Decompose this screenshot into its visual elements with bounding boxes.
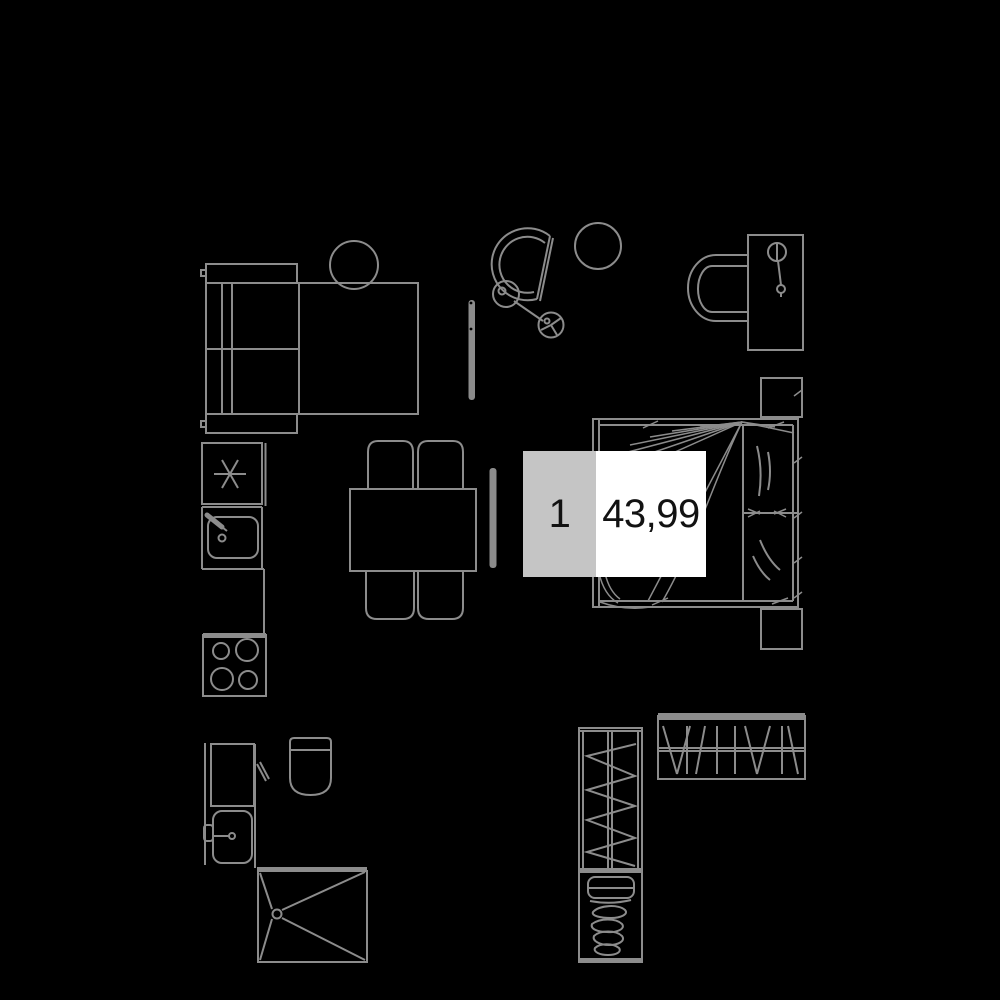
dining-chair-icon: [366, 441, 463, 619]
desk-lamp-icon: [768, 242, 786, 297]
desk-icon: [748, 235, 803, 350]
lounge-chair-icon: [492, 228, 553, 301]
unit-area-badge[interactable]: 43,99: [596, 451, 706, 577]
desk-chair-icon: [688, 255, 748, 321]
nightstand-icon: [761, 378, 802, 417]
star-symbol-icon: [214, 460, 246, 488]
sofa-icon: [201, 264, 418, 433]
nightstand-icon: [761, 609, 802, 649]
chaise-icon: [299, 283, 418, 414]
shower-icon: [257, 867, 367, 962]
stove-icon: [203, 633, 266, 696]
washer-icon: [205, 743, 269, 868]
floor-lamp-icon: [493, 281, 564, 338]
kitchen-sink-icon: [202, 507, 264, 634]
wardrobe-icon: [579, 728, 643, 963]
tv-panel-icon: [468, 300, 475, 400]
side-table-icon: [575, 223, 621, 269]
coffee-table-icon: [330, 241, 378, 289]
tv-panel-icon: [489, 468, 497, 568]
toilet-icon: [290, 738, 331, 795]
bathroom-sink-icon: [204, 811, 252, 863]
unit-number-badge[interactable]: 1: [523, 451, 596, 577]
wardrobe-icon: [658, 713, 805, 779]
unit-area-label: 43,99: [602, 492, 700, 536]
kitchen-unit-icon: [202, 443, 266, 506]
dining-table-icon: [350, 489, 476, 571]
unit-number-label: 1: [548, 492, 571, 536]
